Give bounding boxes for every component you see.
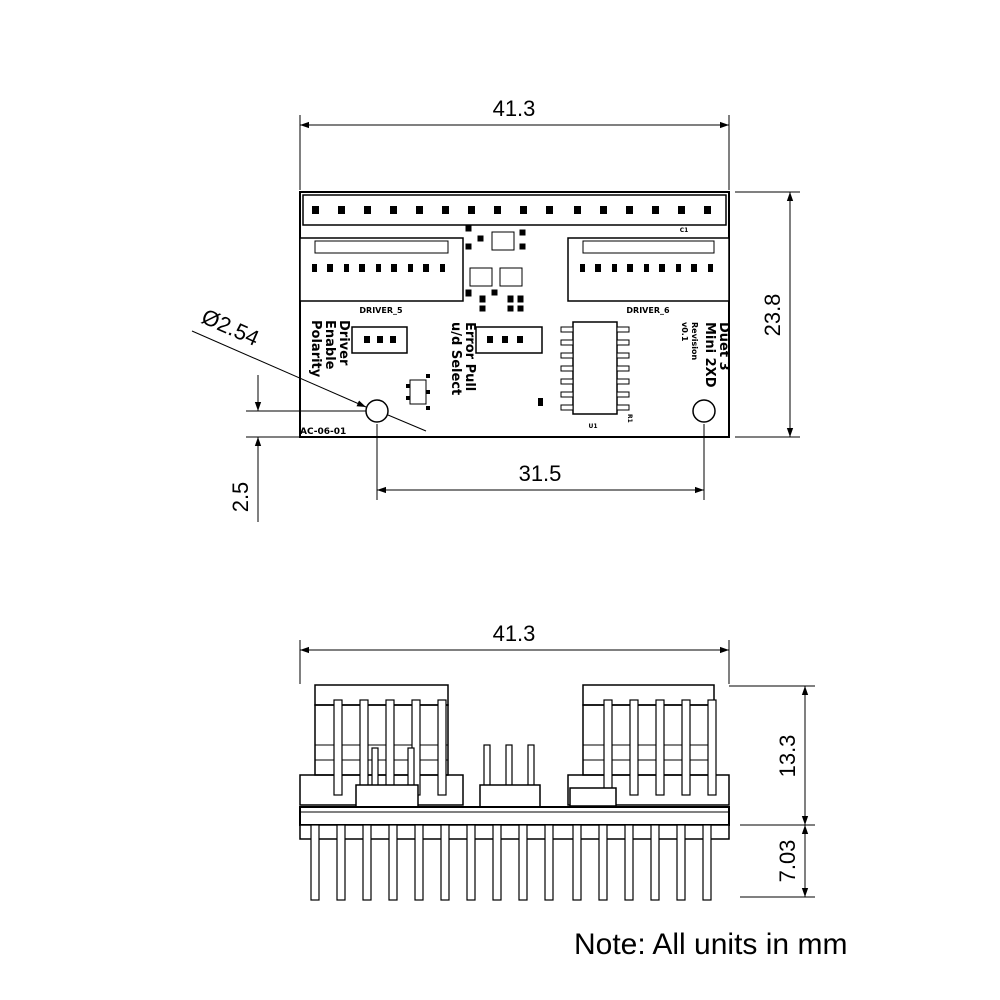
part-code: AC-06-01 bbox=[300, 427, 346, 437]
driver-label-left: DRIVER_5 bbox=[359, 306, 403, 315]
dimension-height-label: 23.8 bbox=[760, 294, 785, 337]
dimension-side-width-label: 41.3 bbox=[493, 621, 536, 646]
ic-u1-label: U1 bbox=[588, 423, 597, 430]
dimension-side-heights bbox=[729, 685, 815, 898]
side-bottom-pins bbox=[310, 824, 712, 901]
dimension-side-upper-label: 13.3 bbox=[775, 735, 800, 778]
side-jumper-blocks bbox=[355, 784, 617, 808]
capacitor-mark bbox=[538, 398, 543, 406]
error-jumper-header bbox=[475, 326, 543, 354]
dimension-hole-offset bbox=[246, 375, 366, 522]
side-view: 41.3 bbox=[299, 621, 815, 901]
svg-text:Revision: Revision bbox=[690, 322, 699, 361]
dimension-top-width bbox=[299, 115, 730, 190]
svg-text:Driver: Driver bbox=[336, 320, 351, 366]
ic-u1 bbox=[560, 321, 630, 415]
side-pins-left bbox=[333, 699, 447, 796]
driver-silk-text: Driver Enable Polarity bbox=[308, 320, 351, 378]
dimension-hole-spacing-label: 31.5 bbox=[519, 461, 562, 486]
board-title-text: Duet 3 Mini 2XD Revision v0.1 bbox=[680, 322, 731, 388]
c1-label: C1 bbox=[680, 227, 689, 234]
driver-connector-right bbox=[567, 237, 730, 302]
side-pcb bbox=[299, 806, 730, 826]
dimension-hole-offset-label: 2.5 bbox=[228, 482, 253, 513]
mounting-hole-right bbox=[692, 399, 716, 423]
driver-connector-left bbox=[299, 237, 464, 302]
side-pins-right bbox=[603, 699, 717, 796]
svg-text:Duet 3: Duet 3 bbox=[716, 322, 731, 371]
dimension-hole-diameter-label: Ø2.54 bbox=[198, 304, 263, 351]
svg-text:Mini 2XD: Mini 2XD bbox=[702, 322, 717, 388]
dimension-side-width bbox=[299, 640, 730, 684]
driver-label-right: DRIVER_6 bbox=[626, 306, 670, 315]
dimension-hole-spacing bbox=[376, 424, 705, 500]
dimension-hole-diameter bbox=[191, 330, 427, 432]
dimension-side-lower-label: 7.03 bbox=[775, 840, 800, 883]
side-connector-right bbox=[567, 684, 730, 806]
svg-text:u/d Select: u/d Select bbox=[448, 322, 463, 395]
driver-jumper-header bbox=[351, 326, 408, 354]
svg-text:Error Pull: Error Pull bbox=[462, 322, 477, 391]
units-note: Note: All units in mm bbox=[574, 928, 848, 961]
r1-label: R1 bbox=[626, 414, 633, 423]
svg-text:v0.1: v0.1 bbox=[680, 322, 689, 342]
sot-component bbox=[406, 374, 430, 410]
error-silk-text: Error Pull u/d Select bbox=[448, 322, 477, 395]
svg-text:Enable: Enable bbox=[322, 320, 337, 370]
dimension-height bbox=[735, 191, 800, 438]
svg-text:Polarity: Polarity bbox=[308, 320, 323, 378]
mounting-hole-left bbox=[365, 399, 389, 423]
dimension-top-width-label: 41.3 bbox=[493, 96, 536, 121]
top-pin-header bbox=[302, 194, 727, 226]
smd-components bbox=[465, 225, 526, 312]
top-view: 41.3 23.8 bbox=[191, 96, 800, 522]
side-bottom-header bbox=[299, 824, 730, 840]
